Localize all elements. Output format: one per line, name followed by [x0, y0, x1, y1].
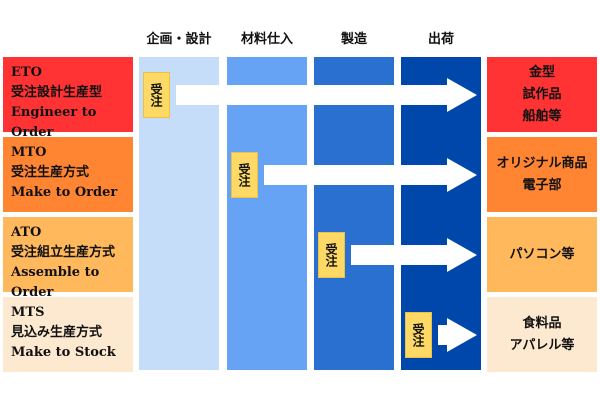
arrow-shaft — [351, 245, 447, 265]
method-label: 受注設計生産型 — [11, 85, 103, 100]
method-label: 受注組立生産方式 — [11, 245, 116, 260]
method-label: 受注生産方式 — [11, 165, 90, 180]
column-header: 企画・設計 — [146, 32, 212, 47]
example-box: 金型試作品船舶等 — [487, 57, 597, 132]
column-header: 材料仕入 — [240, 32, 293, 47]
example-label: パソコン等 — [509, 246, 575, 262]
example-label: 船舶等 — [522, 108, 562, 124]
example-label: 試作品 — [522, 86, 562, 102]
method-label: ATO — [11, 225, 42, 240]
method-label: 見込み生産方式 — [11, 325, 103, 340]
example-box: 食料品アパレル等 — [487, 297, 597, 372]
method-label: ETO — [11, 65, 42, 80]
example-box: オリジナル商品電子部 — [487, 137, 597, 212]
arrow-shaft — [264, 165, 447, 185]
column-header: 製造 — [340, 32, 367, 47]
method-box: MTS 見込み生産方式 Make to Stock — [3, 297, 133, 372]
order-received-badge: 受注 — [318, 232, 345, 278]
method-label: Make to Stock — [11, 345, 116, 360]
order-received-badge: 受注 — [405, 312, 432, 358]
arrow-shaft — [176, 85, 447, 105]
process-column — [227, 57, 307, 370]
example-label: アパレル等 — [509, 337, 575, 353]
method-label: MTO — [11, 145, 47, 160]
method-label: MTS — [11, 305, 45, 320]
method-box: ETO 受注設計生産型 Engineer to Order — [3, 57, 133, 140]
example-label: 食料品 — [522, 315, 562, 331]
example-box: パソコン等 — [487, 217, 597, 292]
arrow-shaft — [438, 325, 447, 345]
method-label: Make to Order — [11, 185, 118, 200]
method-box: ATO 受注組立生産方式 Assemble to Order — [3, 217, 133, 300]
method-label: Engineer to Order — [11, 105, 97, 140]
arrow-head-icon — [447, 238, 477, 272]
example-label: オリジナル商品 — [496, 155, 588, 171]
method-label: Assemble to Order — [11, 265, 100, 300]
arrow-head-icon — [447, 318, 477, 352]
arrow-head-icon — [447, 158, 477, 192]
order-received-badge: 受注 — [231, 152, 258, 198]
column-header: 出荷 — [427, 32, 454, 47]
process-column — [314, 57, 394, 370]
order-received-badge: 受注 — [143, 72, 170, 118]
example-label: 金型 — [528, 64, 555, 80]
arrow-head-icon — [447, 78, 477, 112]
example-label: 電子部 — [522, 177, 562, 193]
method-box: MTO 受注生産方式 Make to Order — [3, 137, 133, 212]
